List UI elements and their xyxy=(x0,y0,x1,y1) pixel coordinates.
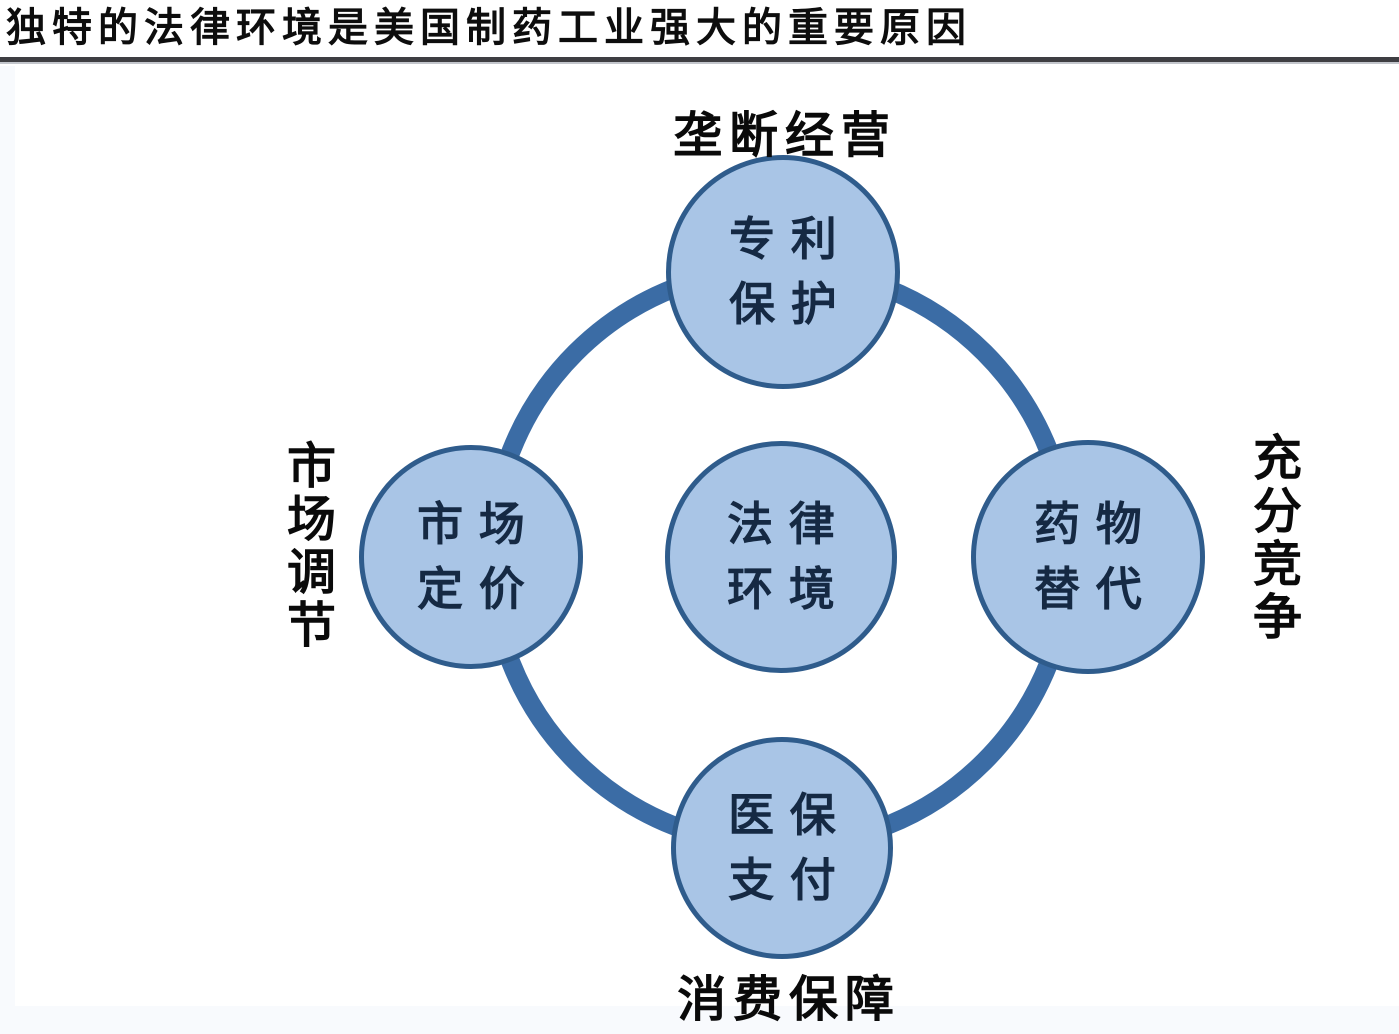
node-legal-environment: 法律 环境 xyxy=(665,441,897,673)
node-market-pricing: 市场 定价 xyxy=(359,445,583,669)
node-legal-environment-line1: 法律 xyxy=(727,497,851,550)
node-insurance-payment-line2: 支付 xyxy=(728,854,852,906)
node-insurance-payment-line1: 医保 xyxy=(728,788,852,841)
node-drug-substitution-line1: 药物 xyxy=(1034,497,1158,550)
node-drug-substitution-line2: 替代 xyxy=(1034,563,1158,615)
node-insurance-payment: 医保 支付 xyxy=(671,737,893,959)
node-legal-environment-line2: 环境 xyxy=(727,563,851,615)
left-margin-strip xyxy=(0,66,15,1034)
label-monopoly-operation: 垄断经营 xyxy=(673,109,897,163)
node-market-pricing-line1: 市场 xyxy=(417,497,541,550)
bottom-margin-strip xyxy=(0,1006,1399,1034)
node-drug-substitution: 药物 替代 xyxy=(971,440,1205,674)
page-title: 独特的法律环境是美国制药工业强大的重要原因 xyxy=(6,6,972,50)
node-patent-protection: 专利 保护 xyxy=(666,155,900,389)
node-patent-protection-line2: 保护 xyxy=(729,278,853,330)
node-market-pricing-line2: 定价 xyxy=(417,563,541,615)
title-divider xyxy=(0,57,1399,64)
label-consumer-protection: 消费保障 xyxy=(677,973,901,1027)
label-market-regulation: 市场调节 xyxy=(280,440,334,652)
node-patent-protection-line1: 专利 xyxy=(729,212,853,265)
label-full-competition: 充分竞争 xyxy=(1246,432,1300,644)
